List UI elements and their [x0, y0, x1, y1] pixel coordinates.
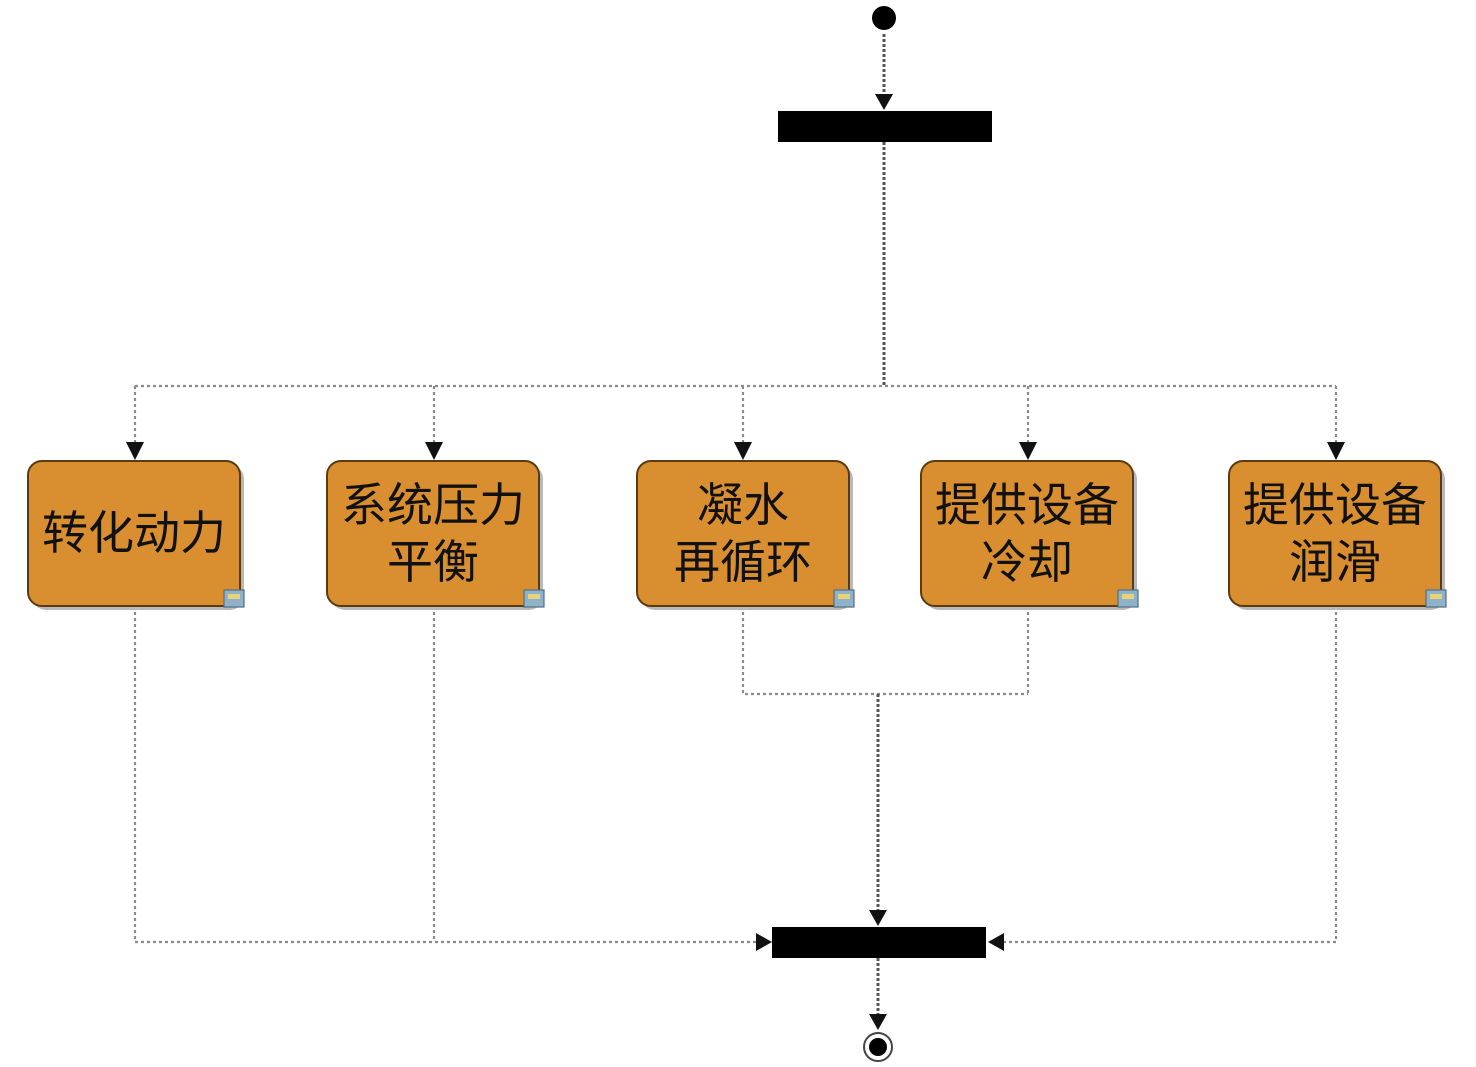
arrow-fork-to-a2-icon [425, 442, 443, 460]
action-a2[interactable]: 系统压力 平衡 [326, 460, 545, 610]
fork-bar[interactable] [778, 111, 992, 142]
subactivity-icon [223, 589, 245, 608]
arrow-initial-to-fork-icon [875, 94, 893, 110]
arrow-merge-to-join-icon [869, 910, 887, 926]
action-a3-line-1: 凝水 [697, 478, 789, 532]
action-a1[interactable]: 转化动力 [27, 460, 245, 610]
action-a4-line-2: 冷却 [981, 535, 1073, 589]
action-a5[interactable]: 提供设备 润滑 [1228, 460, 1447, 610]
action-a2-line-1: 系统压力 [341, 478, 525, 532]
action-a1-line-1: 转化动力 [42, 506, 226, 560]
arrow-join-to-final-icon [869, 1014, 887, 1030]
action-a4[interactable]: 提供设备 冷却 [920, 460, 1139, 610]
subactivity-icon [1117, 589, 1139, 608]
action-a3-line-2: 再循环 [674, 535, 812, 589]
action-a2-line-2: 平衡 [387, 535, 479, 589]
subactivity-icon [523, 589, 545, 608]
action-a3[interactable]: 凝水 再循环 [636, 460, 855, 610]
arrow-fork-to-a4-icon [1019, 442, 1037, 460]
action-a5-line-1: 提供设备 [1243, 478, 1427, 532]
arrow-right-to-join-icon [988, 933, 1004, 951]
action-nodes: 转化动力 系统压力 平衡 凝水 再循环 [27, 460, 1447, 610]
final-node[interactable] [863, 1032, 893, 1062]
arrow-fork-to-a3-icon [734, 442, 752, 460]
action-a4-line-1: 提供设备 [935, 478, 1119, 532]
control-flows [126, 34, 1345, 1030]
flow-a1-to-join [133, 612, 758, 944]
arrow-fork-to-a5-icon [1327, 442, 1345, 460]
flow-a3-to-merge [741, 612, 1028, 696]
arrow-fork-to-a1-icon [126, 442, 144, 460]
join-bar[interactable] [772, 927, 986, 958]
arrow-left-to-join-icon [756, 933, 772, 951]
subactivity-icon [833, 589, 855, 608]
flow-a5-to-join [1004, 612, 1338, 944]
initial-node[interactable] [872, 6, 896, 30]
action-a5-line-2: 润滑 [1289, 535, 1381, 589]
subactivity-icon [1425, 589, 1447, 608]
